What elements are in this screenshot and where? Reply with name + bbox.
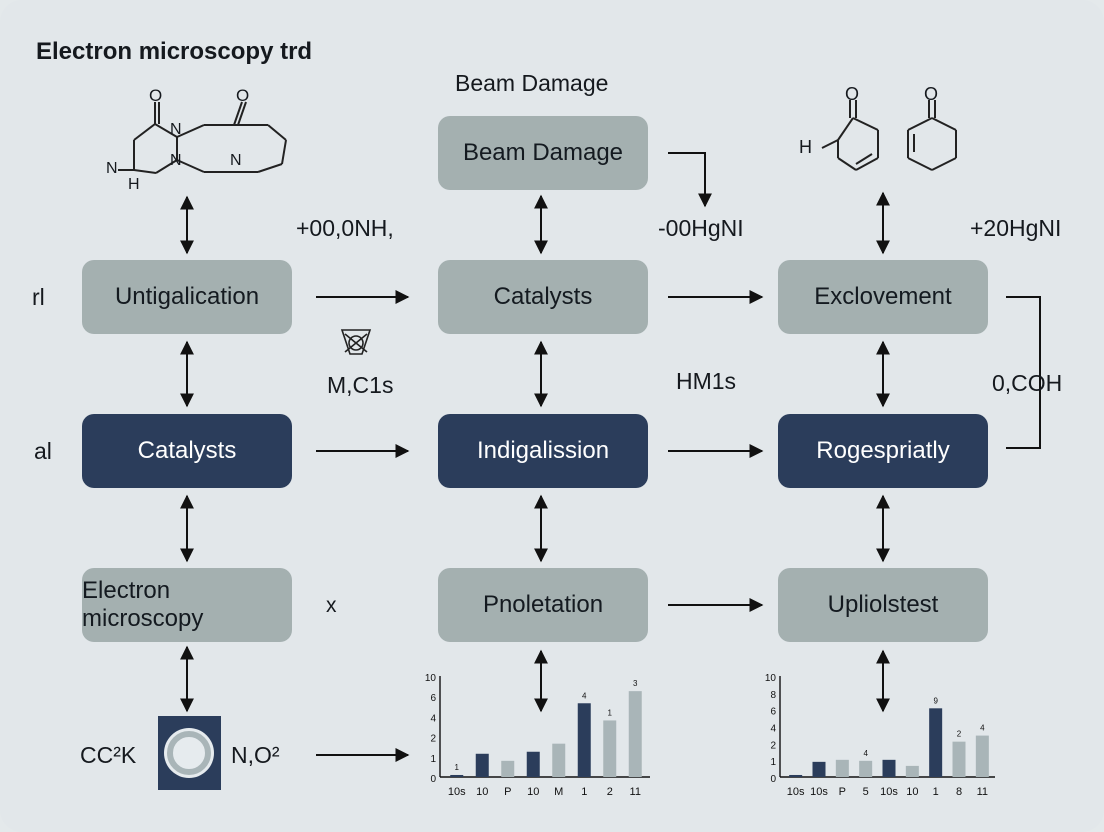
chart-bar [450,774,464,777]
x-tick-label: 10s [787,786,805,798]
connector-arrow [668,152,712,208]
x-tick-label: 11 [977,786,988,798]
x-tick-label: M [554,786,563,798]
data-label: 2 [957,730,962,739]
y-tick-label: 0 [770,774,776,785]
x-tick-label: 1 [933,786,939,798]
atom-label: N [170,121,182,138]
x-label: x [326,594,337,617]
atom-label: O [845,84,860,104]
chart-bar [952,741,966,777]
atom-label: H [799,137,812,157]
x-tick-label: 1 [581,786,587,798]
data-label: 4 [582,691,587,700]
x-tick-label: 10 [906,786,918,798]
x-tick-label: P [504,786,511,798]
atom-label: O [236,86,250,105]
row-label-1: rl [32,284,45,310]
x-tick-label: P [839,786,846,798]
node-catalysts-dark: Catalysts [82,414,292,488]
atom-label: N [230,152,242,169]
right-molecule-icon [821,100,957,171]
data-label: 4 [863,749,868,758]
chart-bar [882,759,896,777]
x-tick-label: 10s [810,786,828,798]
left-molecule-icon [118,101,287,174]
chart-bar [789,774,803,777]
y-tick-label: 4 [770,724,776,735]
arrow-label-1: +00,0NH, [296,215,394,241]
x-tick-label: 11 [630,786,641,798]
y-tick-label: 10 [425,673,437,684]
node-indigalission: Indigalission [438,414,648,488]
feedback-bracket [1006,296,1041,449]
x-tick-label: 10 [476,786,488,798]
no-label: N,O² [231,742,280,768]
feedback-label: 0,COH [992,370,1063,396]
node-untigalication: Untigalication [82,260,292,334]
data-label: 3 [633,679,638,688]
m-label: M,C1s [327,372,394,398]
y-tick-label: 4 [430,713,436,724]
chart-bar [835,759,849,777]
chart-bar [975,735,989,777]
node-rogespriatly: Rogespriatly [778,414,988,488]
chart-bar [577,703,591,777]
x-tick-label: 10 [527,786,539,798]
y-tick-label: 0 [430,774,436,785]
y-tick-label: 10 [765,673,777,684]
node-pnoletation: Pnoletation [438,568,648,642]
ring-icon [158,716,221,790]
node-electron-microscopy: Electron microscopy [82,568,292,642]
top-label: Beam Damage [455,70,609,96]
node-catalysts-top: Catalysts [438,260,648,334]
diagram-title: Electron microscopy trd [36,38,313,65]
cck-label: CC²K [80,742,137,768]
data-label: 1 [455,763,460,772]
data-label: 4 [980,724,985,733]
y-tick-label: 6 [770,707,776,718]
arrow-label-2: -00HgNI [658,215,744,241]
y-tick-label: 2 [430,734,436,745]
atom-label: N [106,160,118,177]
chart-bar [859,760,873,777]
atom-label: O [149,86,163,105]
x-tick-label: 10s [448,786,466,798]
data-label: 1 [608,708,613,717]
y-tick-label: 1 [770,757,776,768]
hm-label: HM1s [676,368,737,394]
row-label-2: al [34,438,52,464]
chart-bar [526,751,540,777]
atom-label: H [128,176,140,193]
data-label: 9 [933,696,938,705]
node-beam-damage: Beam Damage [438,116,648,190]
chart-bar [929,708,943,777]
node-upliolstest: Upliolstest [778,568,988,642]
x-tick-label: 5 [863,786,869,798]
chart-bar [501,760,515,777]
x-tick-label: 10s [880,786,898,798]
node-exclovement: Exclovement [778,260,988,334]
chart-bar [475,753,489,777]
beaker-icon [340,329,372,355]
y-tick-label: 8 [770,690,776,701]
chart-bar [628,691,642,777]
atom-label: N [170,152,182,169]
y-tick-label: 6 [430,693,436,704]
y-tick-label: 1 [430,754,436,765]
x-tick-label: 8 [956,786,962,798]
chart-bar [552,743,566,777]
chart-bar [905,765,919,777]
x-tick-label: 2 [607,786,613,798]
atom-label: O [924,84,939,104]
arrow-label-3: +20HgNI [970,215,1062,241]
chart-bar [812,761,826,777]
y-tick-label: 2 [770,740,776,751]
chart-bar [603,720,617,777]
